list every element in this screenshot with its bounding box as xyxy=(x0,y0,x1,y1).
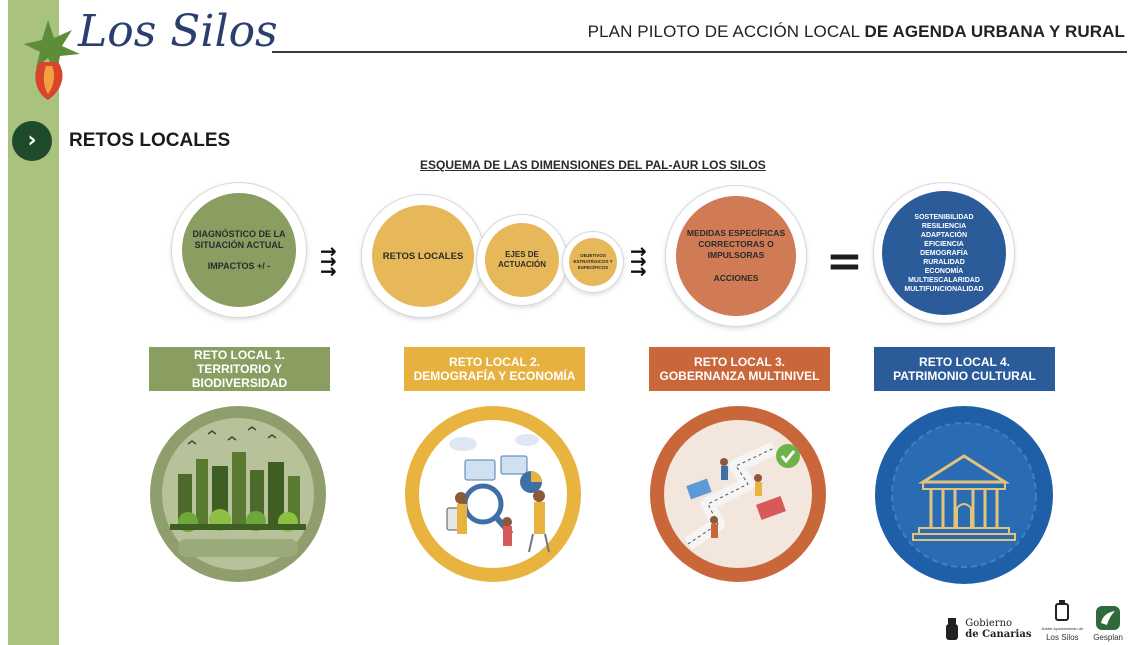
ayuntamiento-name: Los Silos xyxy=(1046,633,1079,642)
reto-banner-1: RETO LOCAL 1. TERRITORIO Y BIODIVERSIDAD xyxy=(149,347,330,391)
chevron-right-icon[interactable]: › xyxy=(12,121,52,161)
reto-banner-4: RETO LOCAL 4. PATRIMONIO CULTURAL xyxy=(874,347,1055,391)
gobernanza-illustration xyxy=(650,406,826,582)
objetivos-circle: OBJETIVOS ESTRATÉGICOS Y ESPECÍFICOS xyxy=(569,238,617,286)
medidas-line3: IMPULSORAS xyxy=(707,250,765,260)
diagnostico-circle: DIAGNÓSTICO DE LA SITUACIÓN ACTUAL IMPAC… xyxy=(182,193,296,307)
ayuntamiento-logo: Ilustre Ayuntamiento de Los Silos xyxy=(1041,600,1083,642)
ayuntamiento-crest-icon xyxy=(1055,600,1070,621)
ejes-line1: EJES DE xyxy=(505,250,539,259)
reto-1-line2: TERRITORIO Y BIODIVERSIDAD xyxy=(191,362,288,390)
coat-of-arms-icon xyxy=(946,618,959,640)
los-silos-logo-text: Los Silos xyxy=(78,6,278,57)
diagnostico-line1: DIAGNÓSTICO DE LA xyxy=(192,228,286,239)
reto-4-line2: PATRIMONIO CULTURAL xyxy=(893,369,1036,383)
ejes-line2: ACTUACIÓN xyxy=(498,260,546,269)
flower-logo-icon xyxy=(24,20,80,100)
patrimonio-illustration xyxy=(875,406,1053,584)
dimension-item: SOSTENIBILIDAD xyxy=(914,213,974,221)
dimension-item: MULTIESCALARIDAD xyxy=(908,276,980,284)
dimension-item: RURALIDAD xyxy=(923,258,965,266)
dimension-item: ECONOMÍA xyxy=(924,267,964,275)
dimension-item: RESILIENCIA xyxy=(921,222,967,230)
gobierno-canarias-logo: Gobierno de Canarias xyxy=(943,616,1031,642)
gobierno-line2: de Canarias xyxy=(965,629,1032,640)
header-divider xyxy=(272,51,1127,53)
reto-banner-3: RETO LOCAL 3. GOBERNANZA MULTINIVEL xyxy=(649,347,830,391)
reto-4-line1: RETO LOCAL 4. xyxy=(919,355,1010,369)
page-header-title: PLAN PILOTO DE ACCIÓN LOCAL DE AGENDA UR… xyxy=(588,22,1125,42)
gesplan-logo: Gesplan xyxy=(1093,605,1123,642)
dimension-item: DEMOGRAFÍA xyxy=(920,249,968,257)
objetivos-line2: ESTRATÉGICOS Y xyxy=(573,259,613,264)
reto-banner-2: RETO LOCAL 2. DEMOGRAFÍA Y ECONOMÍA xyxy=(404,347,585,391)
gesplan-icon xyxy=(1096,606,1121,630)
objetivos-line3: ESPECÍFICOS xyxy=(577,265,609,270)
arrows-icon-1: →→→ xyxy=(320,239,337,283)
retos-locales-circle: RETOS LOCALES xyxy=(372,205,474,307)
objetivos-line1: OBJETIVOS xyxy=(580,253,606,258)
section-title: RETOS LOCALES xyxy=(69,130,231,151)
reto-2-line2: DEMOGRAFÍA Y ECONOMÍA xyxy=(413,369,576,383)
reto-2-line1: RETO LOCAL 2. xyxy=(449,355,540,369)
ejes-circle: EJES DE ACTUACIÓN xyxy=(485,223,559,297)
diagnostico-line2: SITUACIÓN ACTUAL xyxy=(194,239,284,250)
reto-1-line1: RETO LOCAL 1. xyxy=(194,348,285,362)
schema-title: ESQUEMA DE LAS DIMENSIONES DEL PAL-AUR L… xyxy=(420,158,766,172)
dimension-item: ADAPTACIÓN xyxy=(920,231,968,239)
reto-3-line1: RETO LOCAL 3. xyxy=(694,355,785,369)
footer-logos: Gobierno de Canarias Ilustre Ayuntamient… xyxy=(943,600,1123,642)
impactos-label: IMPACTOS +/ - xyxy=(207,260,271,271)
sidebar-stripe xyxy=(8,0,59,645)
ayuntamiento-small-text: Ilustre Ayuntamiento de xyxy=(1041,626,1084,631)
medidas-line1: MEDIDAS ESPECÍFICAS xyxy=(686,228,786,238)
acciones-label: ACCIONES xyxy=(713,273,759,283)
dimension-item: EFICIENCIA xyxy=(924,240,964,248)
medidas-line2: CORRECTORAS O xyxy=(698,239,774,249)
equals-sign: = xyxy=(826,236,863,287)
dimension-item: MULTIFUNCIONALIDAD xyxy=(904,285,984,293)
retos-locales-label: RETOS LOCALES xyxy=(382,250,464,262)
medidas-circle: MEDIDAS ESPECÍFICAS CORRECTORAS O IMPULS… xyxy=(676,196,796,316)
header-title-regular: PLAN PILOTO DE ACCIÓN LOCAL xyxy=(587,22,865,41)
arrows-icon-2: →→→ xyxy=(630,239,647,283)
demografia-illustration xyxy=(405,406,581,582)
gobierno-line1: Gobierno xyxy=(965,618,1013,629)
header-title-bold: DE AGENDA URBANA Y RURAL xyxy=(864,22,1125,41)
territorio-illustration xyxy=(150,406,326,582)
gesplan-label: Gesplan xyxy=(1093,633,1123,642)
reto-3-line2: GOBERNANZA MULTINIVEL xyxy=(659,369,820,383)
